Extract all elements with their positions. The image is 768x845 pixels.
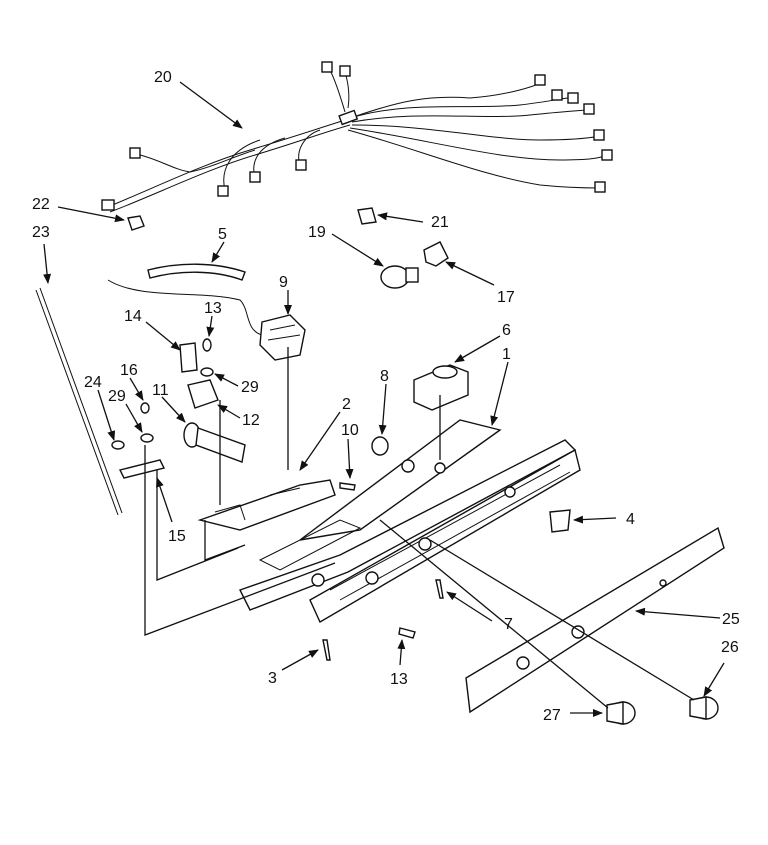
rod-part-23 (35, 287, 123, 516)
bracket-part-2 (197, 479, 336, 531)
light-bulb-part-19 (380, 265, 419, 289)
label-10: 10 (341, 422, 359, 439)
label-27: 27 (543, 707, 561, 724)
label-25: 25 (722, 611, 740, 628)
label-29-left: 29 (108, 388, 126, 405)
panel-part-25 (465, 526, 725, 714)
label-15: 15 (168, 528, 186, 545)
screw-part-13b (398, 627, 416, 639)
washer-part-29b (140, 433, 154, 443)
label-19: 19 (308, 224, 326, 241)
bracket-part-12 (187, 379, 219, 409)
screw-part-7 (435, 579, 444, 599)
label-29-right: 29 (241, 379, 259, 396)
part-8 (371, 436, 389, 456)
leader-lines (43, 81, 725, 717)
screw-part-3 (322, 639, 331, 661)
label-13-bottom: 13 (390, 671, 408, 688)
knob-part-26 (689, 696, 719, 720)
defrost-timer-part-6 (413, 364, 469, 411)
part-4 (549, 509, 571, 533)
callout-labels: 20 22 21 19 17 23 5 9 14 13 6 1 8 24 16 … (32, 69, 740, 724)
label-17: 17 (497, 289, 515, 306)
label-7: 7 (504, 616, 513, 633)
washer-part-29 (200, 367, 214, 377)
assembly-lines (144, 347, 695, 709)
control-housing-part-1 (239, 419, 581, 623)
label-20: 20 (154, 69, 172, 86)
screw-part-16 (140, 402, 150, 414)
label-6: 6 (502, 322, 511, 339)
shaft-part-11 (183, 422, 246, 463)
label-22: 22 (32, 196, 50, 213)
knob-part-27 (606, 701, 636, 725)
label-16: 16 (120, 362, 138, 379)
label-24: 24 (84, 374, 102, 391)
label-3: 3 (268, 670, 277, 687)
wiring-harness-part (101, 61, 613, 213)
lever-part-15 (118, 459, 166, 479)
light-socket-part-17 (423, 241, 449, 267)
label-26: 26 (721, 639, 739, 656)
socket-part-21 (357, 207, 377, 225)
label-23: 23 (32, 224, 50, 241)
clip-part-22 (127, 215, 145, 231)
control-part-9 (259, 314, 306, 361)
label-5: 5 (218, 226, 227, 243)
label-14: 14 (124, 308, 142, 325)
tube-part-5 (147, 263, 246, 281)
label-2: 2 (342, 396, 351, 413)
label-12: 12 (242, 412, 260, 429)
label-9: 9 (279, 274, 288, 291)
washer-part-24 (111, 440, 125, 450)
label-21: 21 (431, 214, 449, 231)
screw-part-10 (339, 482, 356, 491)
label-13-top: 13 (204, 300, 222, 317)
label-8: 8 (380, 368, 389, 385)
label-1: 1 (502, 346, 511, 363)
bracket-part-14 (179, 342, 198, 373)
screw-part-13 (202, 338, 212, 352)
label-4: 4 (626, 511, 635, 528)
label-11: 11 (152, 382, 169, 399)
